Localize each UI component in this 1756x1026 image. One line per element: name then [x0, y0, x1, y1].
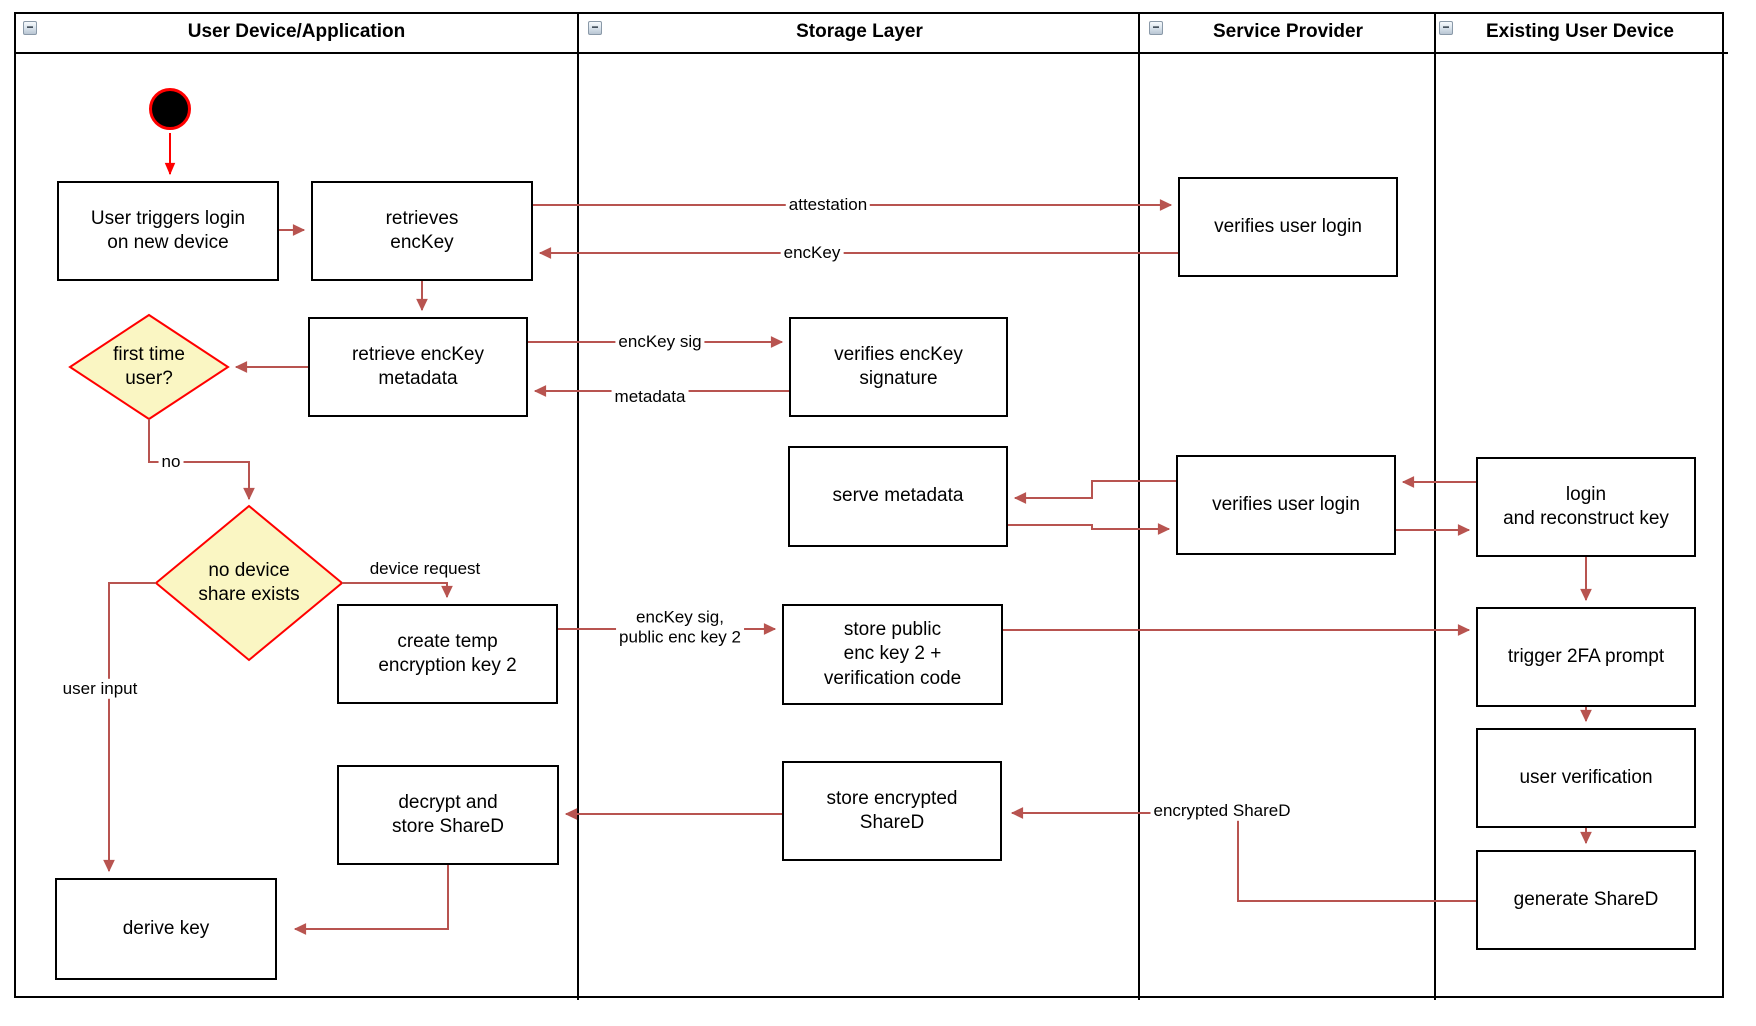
edge-label-enckey-return: encKey	[780, 242, 844, 264]
lane-header-existing-device[interactable]: − Existing User Device	[1436, 12, 1724, 52]
node-store-public-key[interactable]: store public enc key 2 + verification co…	[782, 604, 1003, 705]
edge-label-enckey-sig: encKey sig	[615, 331, 705, 353]
node-decrypt-store[interactable]: decrypt and store ShareD	[337, 765, 559, 865]
collapse-icon[interactable]: −	[588, 21, 602, 35]
node-retrieve-metadata[interactable]: retrieve encKey metadata	[308, 317, 528, 417]
edge-label-user-input: user input	[59, 678, 141, 700]
node-verifies-sig[interactable]: verifies encKey signature	[789, 317, 1008, 417]
edge-label-metadata-return: metadata	[611, 386, 689, 408]
node-start[interactable]	[149, 88, 191, 130]
node-generate-shared[interactable]: generate ShareD	[1476, 850, 1696, 950]
node-store-encrypted[interactable]: store encrypted ShareD	[782, 761, 1002, 861]
edge-label-device-request: device request	[366, 558, 484, 580]
lane-header-service-provider[interactable]: − Service Provider	[1140, 12, 1436, 52]
node-verifies-login-1[interactable]: verifies user login	[1178, 177, 1398, 277]
lane-title: Storage Layer	[796, 21, 923, 42]
lane-divider-1	[577, 12, 579, 1000]
node-retrieves-enckey[interactable]: retrieves encKey	[311, 181, 533, 281]
node-trigger-login[interactable]: User triggers login on new device	[57, 181, 279, 281]
node-label-first-time-user: first time user?	[113, 344, 185, 389]
node-verifies-login-2[interactable]: verifies user login	[1176, 455, 1396, 555]
edge-label-no-branch: no	[158, 451, 184, 473]
node-serve-metadata[interactable]: serve metadata	[788, 446, 1008, 547]
collapse-icon[interactable]: −	[1149, 21, 1163, 35]
lane-header-separator	[14, 52, 1728, 54]
collapse-icon[interactable]: −	[23, 21, 37, 35]
lane-title: Existing User Device	[1486, 21, 1674, 42]
lane-header-user-device[interactable]: − User Device/Application	[14, 12, 579, 52]
lane-title: Service Provider	[1213, 21, 1363, 42]
lane-divider-2	[1138, 12, 1140, 1000]
collapse-icon[interactable]: −	[1439, 21, 1453, 35]
node-user-verification[interactable]: user verification	[1476, 728, 1696, 828]
edge-label-enckey-sig-2: encKey sig, public enc key 2	[616, 607, 744, 649]
node-trigger-2fa[interactable]: trigger 2FA prompt	[1476, 607, 1696, 707]
lane-header-storage-layer[interactable]: − Storage Layer	[579, 12, 1140, 52]
node-create-temp-key[interactable]: create temp encryption key 2	[337, 604, 558, 704]
edge-label-encrypted-shared: encrypted ShareD	[1150, 800, 1294, 822]
lane-divider-3	[1434, 12, 1436, 1000]
node-label-no-device-share: no device share exists	[198, 560, 300, 605]
node-login-reconstruct[interactable]: login and reconstruct key	[1476, 457, 1696, 557]
edge-label-attestation: attestation	[785, 194, 871, 216]
lane-title: User Device/Application	[187, 21, 406, 42]
node-derive-key[interactable]: derive key	[55, 878, 277, 980]
